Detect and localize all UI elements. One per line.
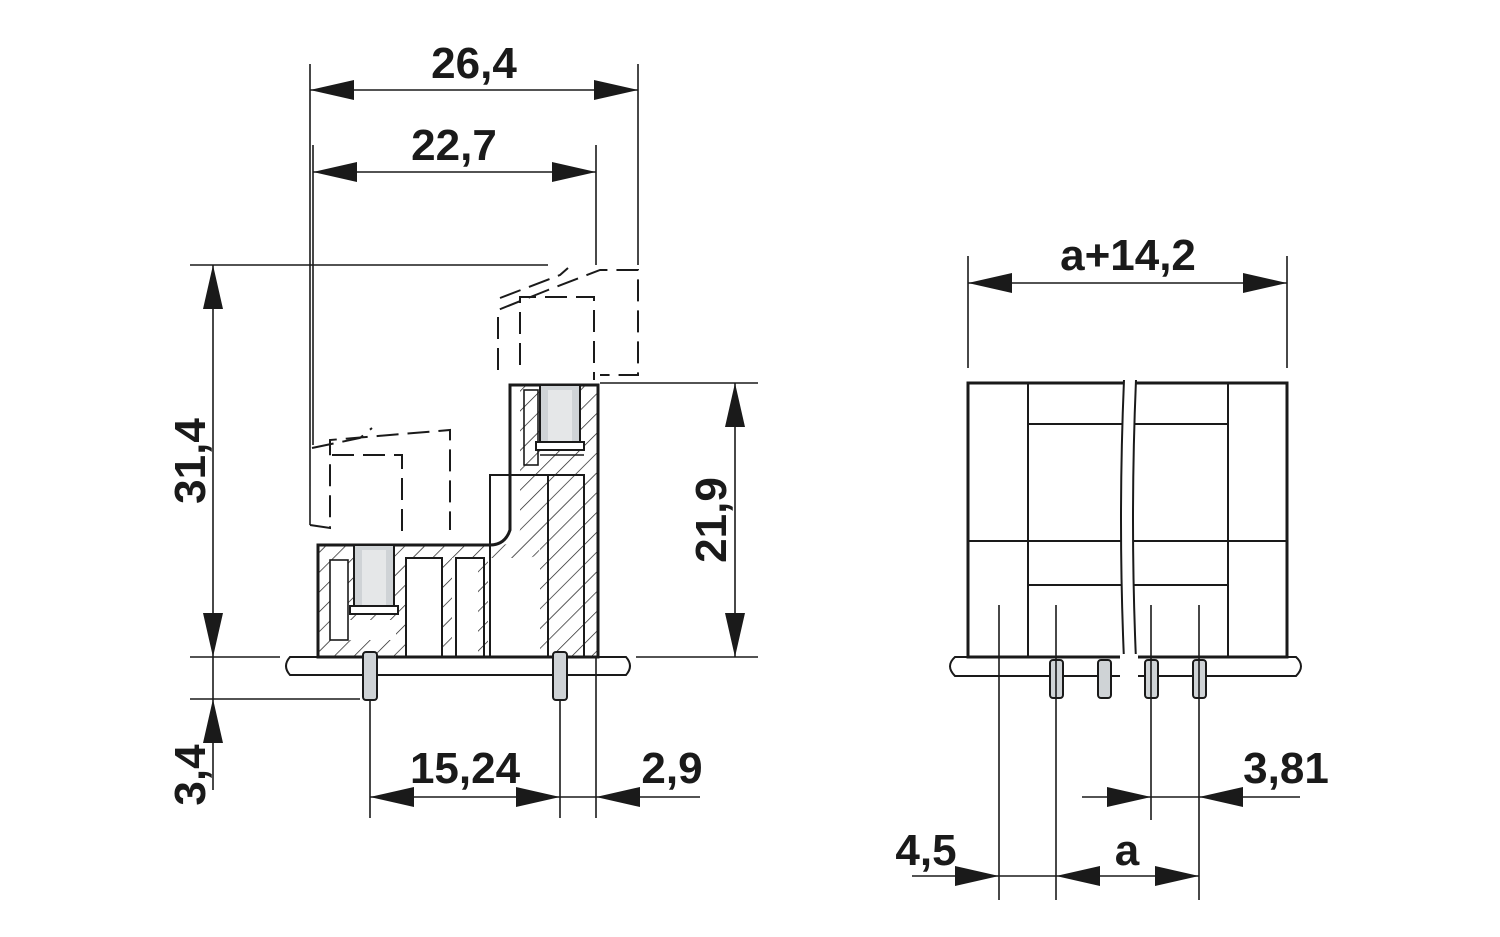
dim-pin-pitch-side-label: 15,24 (410, 744, 521, 793)
pcb-plate-side (285, 656, 631, 676)
dim-front-pitch-offset-label: 3,81 (1243, 744, 1329, 793)
socket-lower (349, 544, 399, 615)
pin-front-1 (1049, 605, 1064, 900)
dim-front-edge-offset-label: 4,5 (895, 826, 956, 875)
dim-front-pitch-label: a (1115, 826, 1140, 875)
dim-height-total: 31,4 (166, 265, 223, 657)
dim-height-body-label: 21,9 (687, 477, 736, 563)
plug-outline-lower (309, 427, 451, 540)
plug-outline-upper (497, 267, 639, 380)
dim-height-total-label: 31,4 (166, 418, 215, 504)
dim-width-total: 26,4 (310, 39, 638, 100)
front-view: a+14,2 (895, 231, 1329, 900)
pin-right-side (552, 651, 568, 818)
dim-width-body-label: 22,7 (411, 121, 497, 170)
dim-rear-offset-label: 2,9 (641, 744, 702, 793)
dim-pin-length: 3,4 (166, 657, 223, 806)
dim-height-body: 21,9 (687, 383, 745, 657)
dim-width-body: 22,7 (313, 121, 596, 182)
pin-front-4 (1192, 605, 1207, 900)
dim-pin-length-label: 3,4 (166, 744, 215, 806)
pin-front-3 (1144, 605, 1159, 820)
dim-front-pitch: a (999, 826, 1199, 886)
housing-front (966, 379, 1289, 661)
socket-upper (535, 384, 585, 451)
dim-front-width: a+14,2 (968, 231, 1287, 293)
pin-front-2 (1097, 659, 1112, 699)
side-view: 26,4 22,7 31,4 3,4 (166, 39, 758, 818)
dim-width-total-label: 26,4 (431, 39, 517, 88)
dim-front-edge-offset: 4,5 (895, 826, 999, 886)
pcb-plate-front (949, 654, 1302, 680)
dim-front-width-label: a+14,2 (1060, 231, 1196, 280)
pin-left-side (362, 651, 378, 818)
dim-rear-offset: 2,9 (560, 744, 703, 807)
dim-pin-pitch-side: 15,24 (370, 744, 560, 807)
dim-front-pitch-offset: 3,81 (1082, 744, 1329, 807)
